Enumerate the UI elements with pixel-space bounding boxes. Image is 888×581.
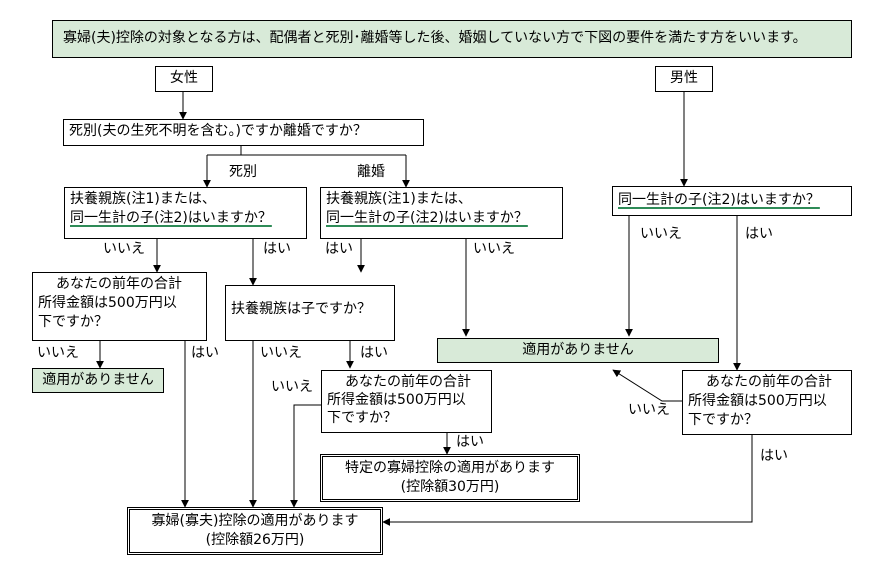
label-death: 死別: [229, 164, 257, 180]
label-no-5: いいえ: [271, 379, 313, 395]
question-income-divorce: あなたの前年の合計 所得金額は500万円以 下ですか？: [321, 370, 492, 433]
label-no-6: いいえ: [628, 402, 670, 418]
label-no-1: いいえ: [103, 241, 145, 257]
question-income-male: あなたの前年の合計 所得金額は500万円以 下ですか？: [682, 370, 852, 435]
question-dependent-is-child: 扶養親族は子ですか？: [225, 285, 395, 341]
label-yes-male: はい: [745, 226, 773, 242]
question-death-or-divorce: 死別(夫の生死不明を含む。)ですか離婚ですか？: [63, 119, 424, 146]
label-no-3: いいえ: [37, 345, 79, 361]
not-applicable-small: 適用がありません: [32, 368, 164, 393]
question-dependents-death-line2: 同一生計の子(注2)はいますか？: [70, 210, 272, 226]
label-no-4: いいえ: [260, 345, 302, 361]
result-special-line2: (控除額30万円): [400, 479, 500, 495]
label-yes-1: はい: [263, 241, 291, 257]
label-yes-4: はい: [360, 345, 388, 361]
male-node: 男性: [655, 66, 713, 92]
label-yes-2: はい: [325, 241, 353, 257]
question-dependents-divorce: 扶養親族(注1)または、 同一生計の子(注2)はいますか？: [320, 187, 563, 239]
question-dependents-divorce-line1: 扶養親族(注1)または、: [326, 191, 472, 207]
question-income-death: あなたの前年の合計 所得金額は500万円以 下ですか？: [32, 272, 207, 341]
question-income-male-line2: 所得金額は500万円以: [688, 393, 827, 409]
female-node: 女性: [155, 66, 213, 92]
result-widow-deduction: 寡婦(寡夫)控除の適用があります (控除額26万円): [127, 507, 383, 555]
not-applicable-main: 適用がありません: [437, 338, 719, 363]
label-yes-5: はい: [456, 434, 484, 450]
question-income-divorce-line3: 下ですか？: [327, 410, 397, 426]
question-child-male: 同一生計の子(注2)はいますか？: [612, 186, 852, 216]
label-no-2: いいえ: [473, 241, 515, 257]
question-dependents-divorce-line2: 同一生計の子(注2)はいますか？: [326, 210, 528, 226]
question-income-divorce-line1: あなたの前年の合計: [345, 374, 471, 390]
label-divorce: 離婚: [357, 164, 385, 180]
question-income-death-line1: あなたの前年の合計: [56, 276, 182, 292]
question-dependents-death: 扶養親族(注1)または、 同一生計の子(注2)はいますか？: [64, 187, 307, 239]
question-income-death-line2: 所得金額は500万円以: [38, 295, 177, 311]
label-no-male: いいえ: [640, 226, 682, 242]
question-dependents-death-line1: 扶養親族(注1)または、: [70, 191, 216, 207]
header-banner: 寡婦(夫)控除の対象となる方は、配偶者と死別･離婚等した後、婚姻していない方で下…: [52, 20, 852, 58]
question-income-male-line1: あなたの前年の合計: [706, 374, 832, 390]
label-yes-3: はい: [191, 345, 219, 361]
label-yes-6: はい: [760, 448, 788, 464]
question-income-divorce-line2: 所得金額は500万円以: [327, 392, 466, 408]
result-special-widow-deduction: 特定の寡婦控除の適用があります (控除額30万円): [320, 454, 580, 502]
question-income-death-line3: 下ですか？: [38, 314, 108, 330]
result-widow-line1: 寡婦(寡夫)控除の適用があります: [151, 513, 359, 529]
result-special-line1: 特定の寡婦控除の適用があります: [345, 460, 555, 476]
result-widow-line2: (控除額26万円): [205, 532, 305, 548]
question-income-male-line3: 下ですか？: [688, 412, 758, 428]
